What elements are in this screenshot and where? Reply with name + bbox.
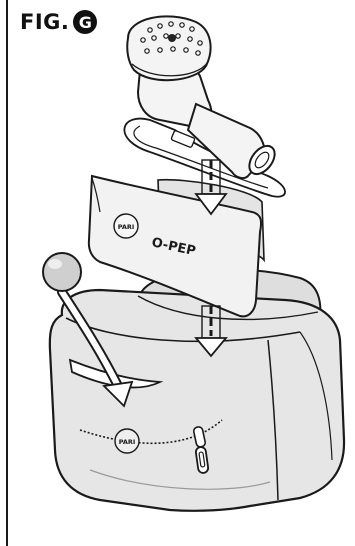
sleeve-logo: PARI (114, 214, 138, 238)
device-center-hole (168, 34, 176, 42)
bag-logo-text: PARI (119, 438, 136, 446)
bag-body (50, 290, 344, 511)
bag: PARI (50, 269, 344, 511)
bag-logo: PARI (115, 429, 139, 453)
sleeve-logo-text: PARI (118, 223, 135, 231)
ball-icon (43, 253, 81, 291)
device-icon (124, 16, 285, 196)
